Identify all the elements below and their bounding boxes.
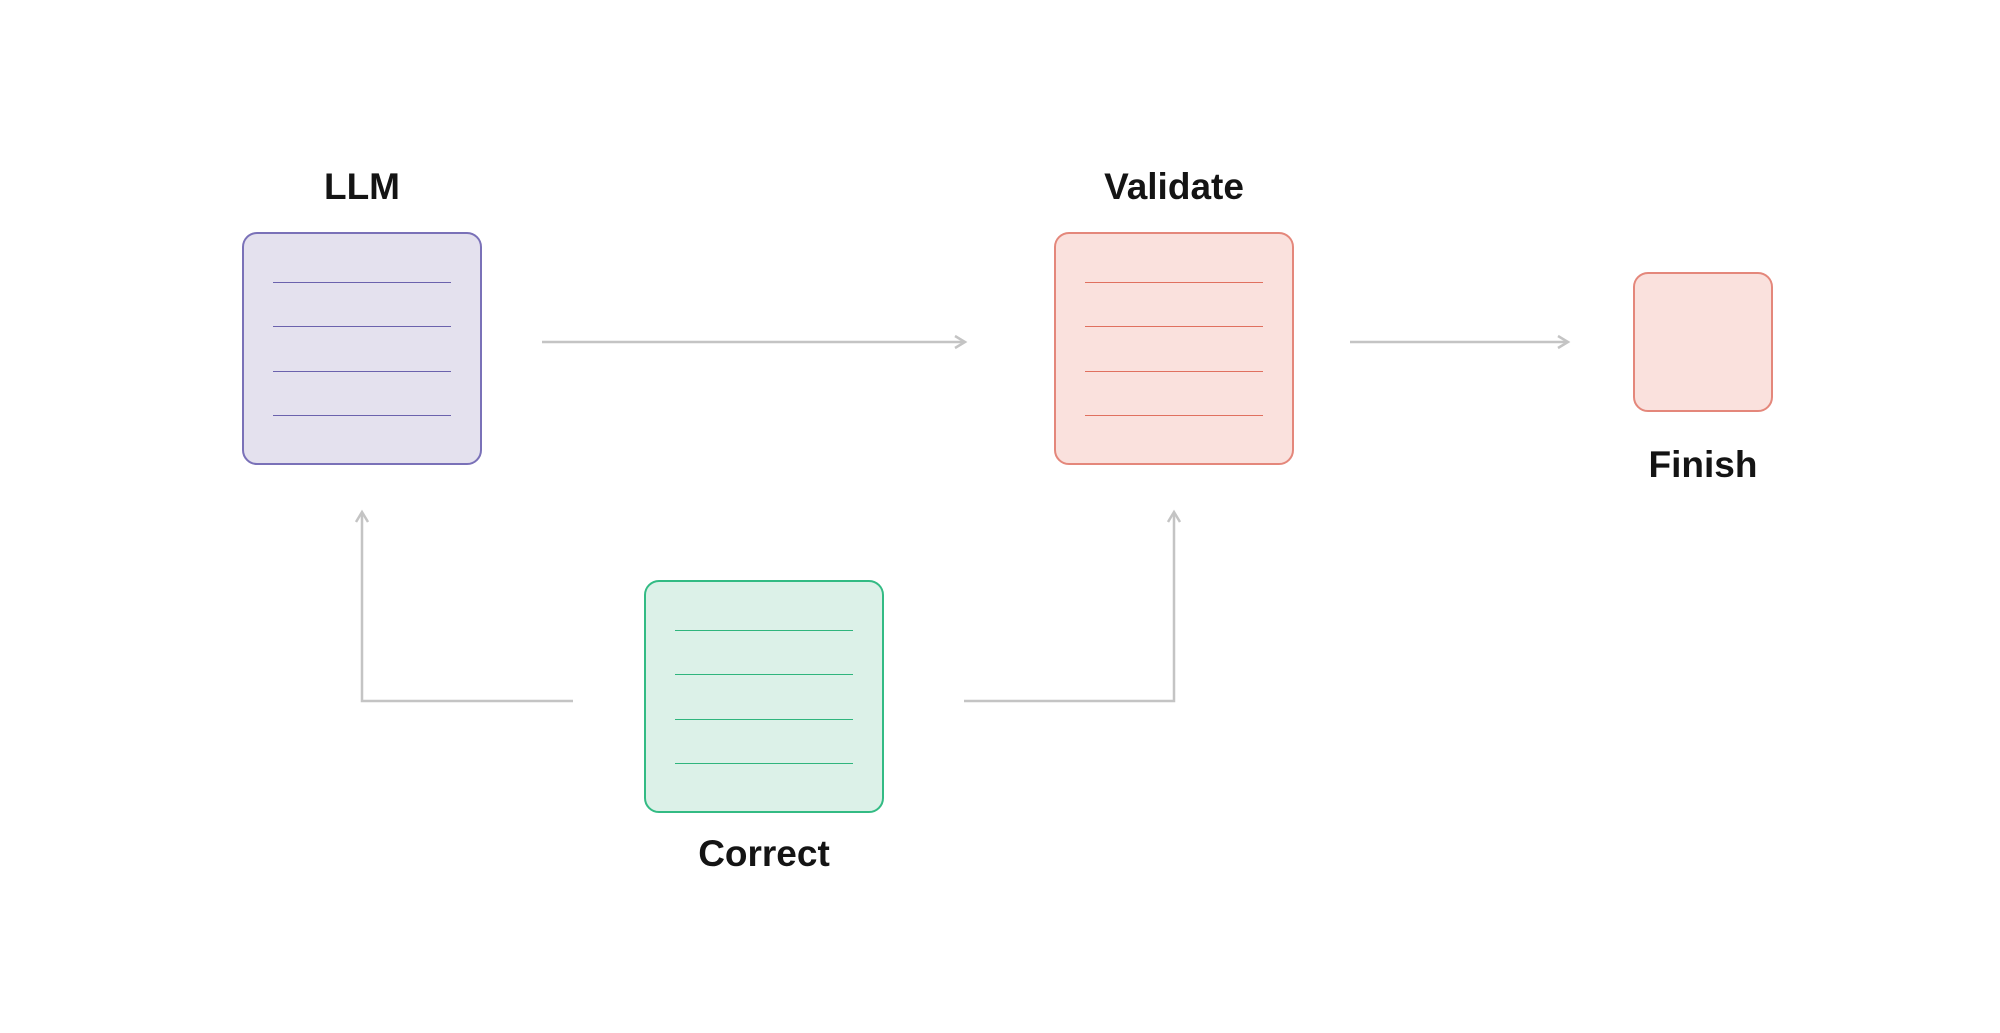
arrow-correct-to-llm <box>354 509 573 703</box>
text-line-decoration <box>273 371 451 372</box>
arrow-llm-to-validate <box>542 334 968 350</box>
node-label-finish: Finish <box>1648 444 1758 485</box>
text-line-decoration <box>1085 282 1263 283</box>
node-label-llm: LLM <box>323 166 401 207</box>
arrow-correct-to-validate <box>964 509 1182 703</box>
node-validate <box>1054 232 1294 465</box>
text-line-decoration <box>675 763 853 764</box>
text-line-decoration <box>675 719 853 720</box>
arrow-validate-to-finish <box>1350 334 1571 350</box>
text-line-decoration <box>1085 415 1263 416</box>
text-line-decoration <box>273 415 451 416</box>
node-label-validate: Validate <box>1104 166 1244 207</box>
node-correct <box>644 580 884 813</box>
node-finish <box>1633 272 1773 412</box>
node-label-correct: Correct <box>698 833 830 874</box>
text-line-decoration <box>273 326 451 327</box>
node-llm <box>242 232 482 465</box>
text-line-decoration <box>675 674 853 675</box>
text-line-decoration <box>273 282 451 283</box>
text-line-decoration <box>675 630 853 631</box>
text-line-decoration <box>1085 326 1263 327</box>
text-line-decoration <box>1085 371 1263 372</box>
